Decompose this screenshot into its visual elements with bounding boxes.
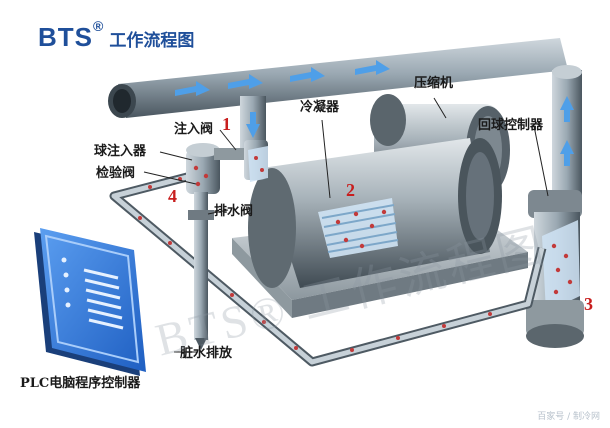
ball-return-unit bbox=[526, 190, 584, 348]
label-ball-injector: 球注入器 bbox=[94, 144, 147, 159]
brand-header: BTS® 工作流程图 bbox=[38, 18, 195, 53]
label-compressor: 压缩机 bbox=[414, 76, 454, 91]
supply-drop-arrow bbox=[246, 112, 260, 138]
flow-arrows-riser bbox=[560, 96, 574, 166]
label-check-valve: 检验阀 bbox=[96, 166, 136, 181]
drain-pipe bbox=[188, 192, 214, 350]
source-credit: 百家号 / 制冷网 bbox=[537, 412, 600, 422]
top-main-pipe bbox=[108, 38, 568, 118]
step-number-3: 3 bbox=[584, 294, 593, 314]
leader-lines bbox=[143, 97, 549, 353]
label-dirty-water-drain: 脏水排放 bbox=[180, 346, 233, 361]
return-riser-pipe bbox=[552, 65, 582, 200]
label-injection-valve: 注入阀 bbox=[174, 122, 214, 137]
brand-logo: BTS bbox=[38, 22, 93, 52]
ball-injector bbox=[186, 140, 268, 194]
step-number-4: 4 bbox=[168, 186, 177, 206]
ball-loop-balls bbox=[138, 177, 492, 352]
diagram-title: 工作流程图 bbox=[109, 31, 195, 51]
ball-loop-pipe bbox=[109, 165, 547, 367]
condenser-tubes bbox=[318, 198, 399, 258]
registered-mark: ® bbox=[93, 18, 104, 34]
label-condenser: 冷凝器 bbox=[300, 100, 340, 115]
step-number-2: 2 bbox=[346, 180, 355, 200]
plc-controller bbox=[34, 228, 146, 376]
step-number-1: 1 bbox=[222, 114, 231, 134]
flow-arrows-top bbox=[175, 60, 390, 96]
label-ball-return-controller: 回球控制器 bbox=[478, 118, 544, 133]
label-drain-valve: 排水阀 bbox=[214, 204, 254, 219]
label-plc-controller: PLC电脑程序控制器 bbox=[20, 376, 141, 391]
